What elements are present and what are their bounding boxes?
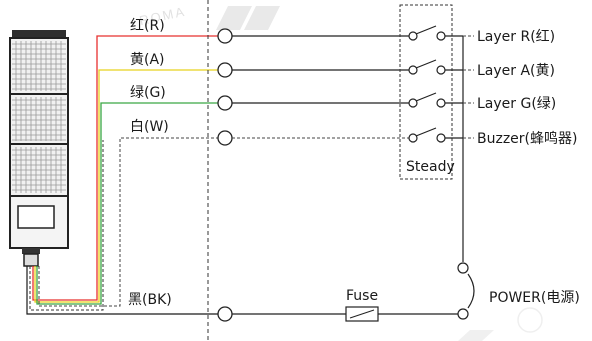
power-label: POWER(电源) (489, 290, 580, 306)
terminal-green (217, 95, 233, 111)
switch-red (408, 25, 446, 41)
signal-tower-device (9, 30, 69, 267)
output-label-buzzer: Buzzer(蜂鸣器) (477, 130, 577, 147)
black-wire (26, 266, 222, 315)
steady-switch-group (399, 4, 453, 180)
terminal-white (217, 130, 233, 146)
wire-label-black: 黑(BK) (128, 292, 172, 308)
switch-buzzer (408, 127, 446, 143)
wire-label-white: 白(W) (130, 119, 169, 135)
wire-label-yellow: 黄(A) (130, 51, 165, 68)
power-terminal-top (457, 262, 469, 274)
power-terminal-bottom (457, 308, 469, 320)
red-wire (32, 35, 222, 301)
switch-group-label: Steady (406, 159, 455, 175)
terminal-red (217, 28, 233, 44)
wire-label-green: 绿(G) (130, 85, 166, 101)
switch-green (408, 92, 446, 108)
terminal-yellow (217, 62, 233, 78)
green-wire (36, 102, 222, 305)
wire-label-red: 红(R) (130, 18, 165, 34)
yellow-wire (34, 69, 222, 303)
terminal-black (217, 306, 233, 322)
fuse-label: Fuse (346, 288, 378, 304)
output-label-layer-r: Layer R(红) (477, 29, 555, 45)
switch-yellow (408, 59, 446, 75)
output-label-layer-g: Layer G(绿) (477, 96, 556, 112)
output-label-layer-a: Layer A(黄) (477, 62, 555, 79)
watermark: ROMA (138, 4, 543, 341)
white-wire (38, 137, 222, 307)
